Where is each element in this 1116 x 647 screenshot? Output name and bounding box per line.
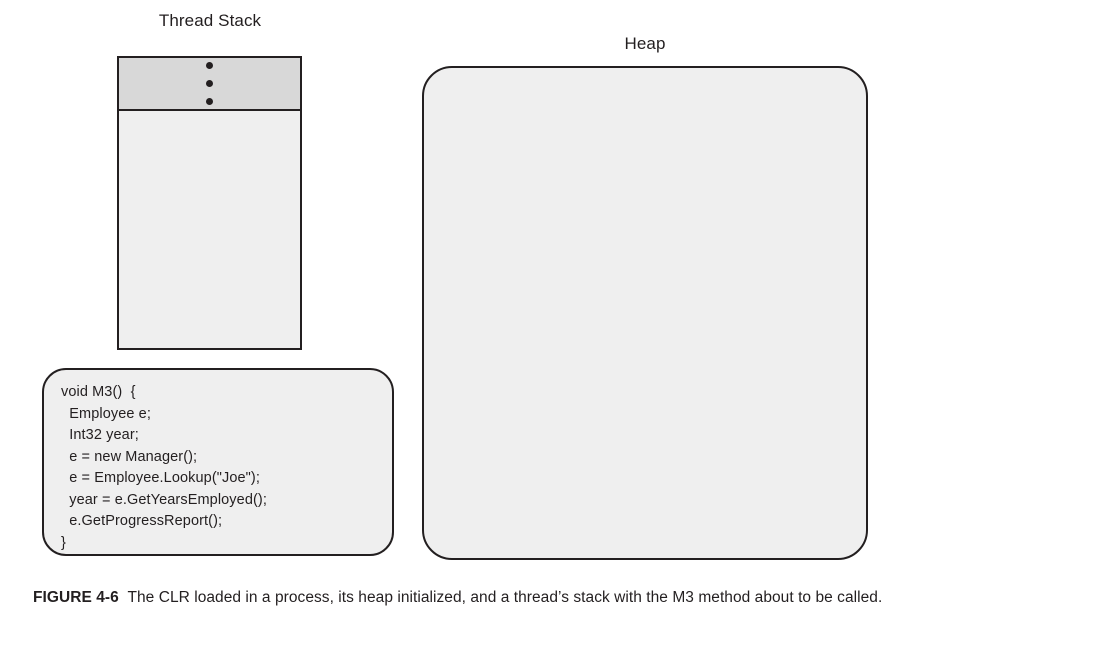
code-line: e = new Manager(); (61, 448, 198, 465)
code-line: } (61, 534, 66, 551)
figure-caption-text: The CLR loaded in a process, its heap in… (127, 589, 883, 606)
thread-stack-box (117, 56, 302, 350)
thread-stack-label: Thread Stack (158, 11, 262, 30)
code-line: e.GetProgressReport(); (61, 513, 223, 529)
code-line: Int32 year; (61, 427, 139, 443)
ellipsis-dot-icon (206, 62, 213, 69)
ellipsis-dot-icon (206, 98, 213, 105)
stack-ellipsis-frame (119, 58, 300, 111)
code-line: void M3() { (61, 384, 136, 400)
heap-label: Heap (624, 34, 666, 53)
stack-empty-region (119, 111, 300, 348)
code-line: Employee e; (61, 405, 151, 422)
code-line: e = Employee.Lookup("Joe"); (61, 470, 260, 486)
figure-caption-prefix: FIGURE 4-6 (33, 589, 119, 606)
heap-box (422, 66, 868, 560)
ellipsis-dot-icon (206, 80, 213, 87)
figure-caption: FIGURE 4-6 The CLR loaded in a process, … (33, 586, 1093, 610)
code-line: year = e.GetYearsEmployed(); (61, 491, 267, 508)
code-block: void M3() { Employee e; Int32 year; e = … (42, 368, 394, 556)
